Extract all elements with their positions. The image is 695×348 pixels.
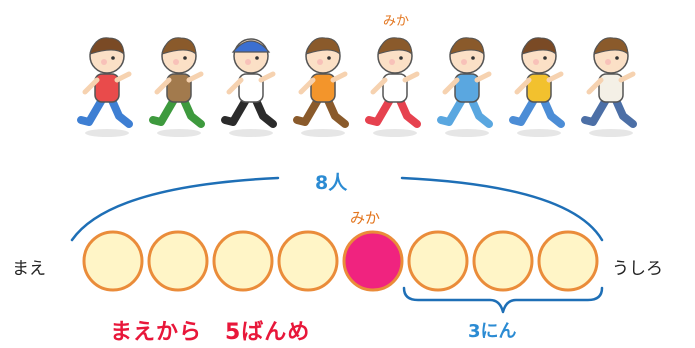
highlighted-circle [342,230,404,292]
person-circle [147,230,209,292]
behind-brace [402,286,604,314]
running-child [293,37,349,137]
children-illustration [77,37,637,137]
person-circle [472,230,534,292]
running-child [77,37,133,137]
person-circle [277,230,339,292]
running-child [581,37,637,137]
behind-count-label: 3にん [468,321,517,342]
person-circle [212,230,274,292]
person-circle [407,230,469,292]
running-child [365,37,421,137]
running-child [221,38,277,137]
circle-row [82,230,599,292]
running-child [149,37,205,137]
highlighted-circle-name: みか [350,209,381,227]
back-label: うしろ [612,259,663,279]
order-position-label: まえから 5ばんめ [110,320,311,345]
total-count-label: 8人 [315,172,348,194]
child-name-label: みか [383,14,410,29]
running-child [437,37,493,137]
total-brace [70,176,604,242]
person-circle [82,230,144,292]
person-circle [537,230,599,292]
front-label: まえ [12,259,46,279]
running-child [509,37,565,137]
